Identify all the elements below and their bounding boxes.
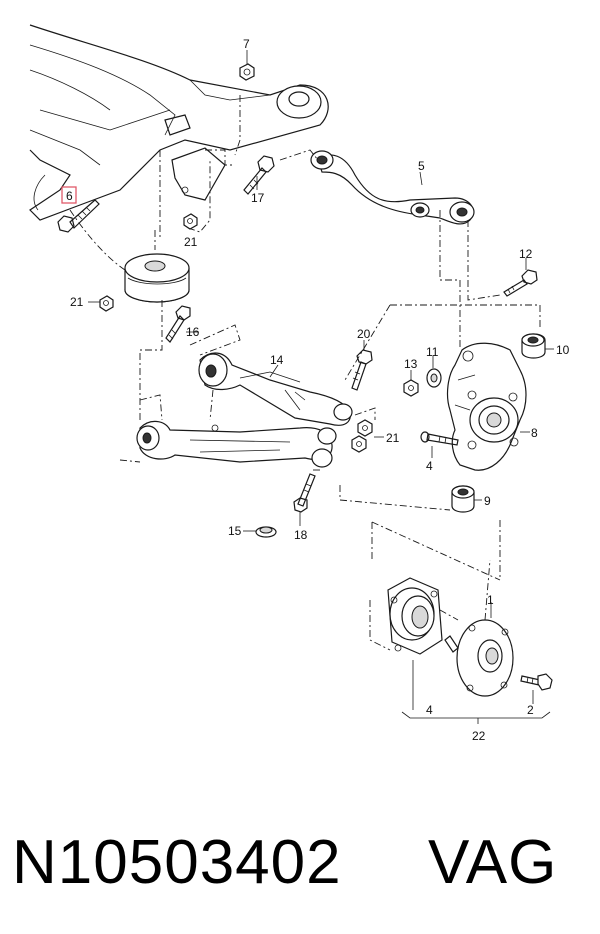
callout-22: 22: [472, 729, 486, 743]
nut-13: [403, 370, 419, 397]
nut-7: [239, 50, 255, 81]
callout-21-upper: 21: [184, 235, 198, 249]
wheel-bearing-4: [387, 577, 443, 655]
callout-10: 10: [556, 343, 570, 357]
bolt-12: [503, 258, 538, 297]
wheel-carrier-8: [446, 342, 530, 471]
bolt-6: [57, 186, 100, 233]
callout-11: 11: [426, 345, 439, 359]
callout-21-left: 21: [70, 295, 84, 309]
washer-11: [426, 356, 442, 388]
subframe: [29, 24, 329, 221]
part-number: N10503402: [12, 827, 342, 897]
wheel-hub-1: [444, 602, 514, 697]
callout-17: 17: [251, 191, 265, 205]
callout-4-bearing: 4: [426, 703, 433, 717]
footer: N10503402 VAG: [0, 812, 600, 912]
subframe-bushing: [124, 253, 190, 303]
bolt-20: [351, 340, 373, 391]
bushing-9: [451, 485, 482, 513]
washer-15: [243, 526, 277, 538]
callout-5: 5: [418, 159, 425, 173]
bushing-10: [521, 333, 554, 359]
callout-2: 2: [527, 703, 534, 717]
lower-arm-14: [198, 352, 353, 426]
mounting-bracket: [171, 147, 226, 201]
bolt-17: [243, 155, 275, 195]
callout-13: 13: [404, 357, 418, 371]
nut-21-right: [351, 419, 384, 453]
bolt-16: [165, 305, 199, 343]
bolt-18: [293, 473, 316, 526]
bolt-4-knuckle: [420, 431, 459, 458]
callout-6: 6: [66, 189, 73, 203]
callout-4-knuckle: 4: [426, 459, 433, 473]
callout-18: 18: [294, 528, 308, 542]
callout-20: 20: [357, 327, 371, 341]
callout-7: 7: [243, 37, 250, 51]
callout-8: 8: [531, 426, 538, 440]
callout-16: 16: [186, 325, 200, 339]
exploded-parts-diagram: 7 6 21 21 17 16: [29, 24, 570, 743]
callout-14: 14: [270, 353, 284, 367]
callout-12: 12: [519, 247, 533, 261]
callout-1: 1: [487, 593, 494, 607]
nut-21-upper: [183, 213, 198, 230]
callout-15: 15: [228, 524, 242, 538]
brand-label: VAG: [428, 827, 558, 897]
lower-wishbone: [136, 420, 337, 468]
upper-control-arm-5: [310, 150, 475, 225]
callout-9: 9: [484, 494, 491, 508]
bolt-2-hub: [520, 673, 553, 704]
nut-21-left: [88, 295, 114, 312]
callout-21-right: 21: [386, 431, 400, 445]
assembly-lines: [69, 95, 541, 651]
assembly-bracket-22: [401, 660, 551, 724]
